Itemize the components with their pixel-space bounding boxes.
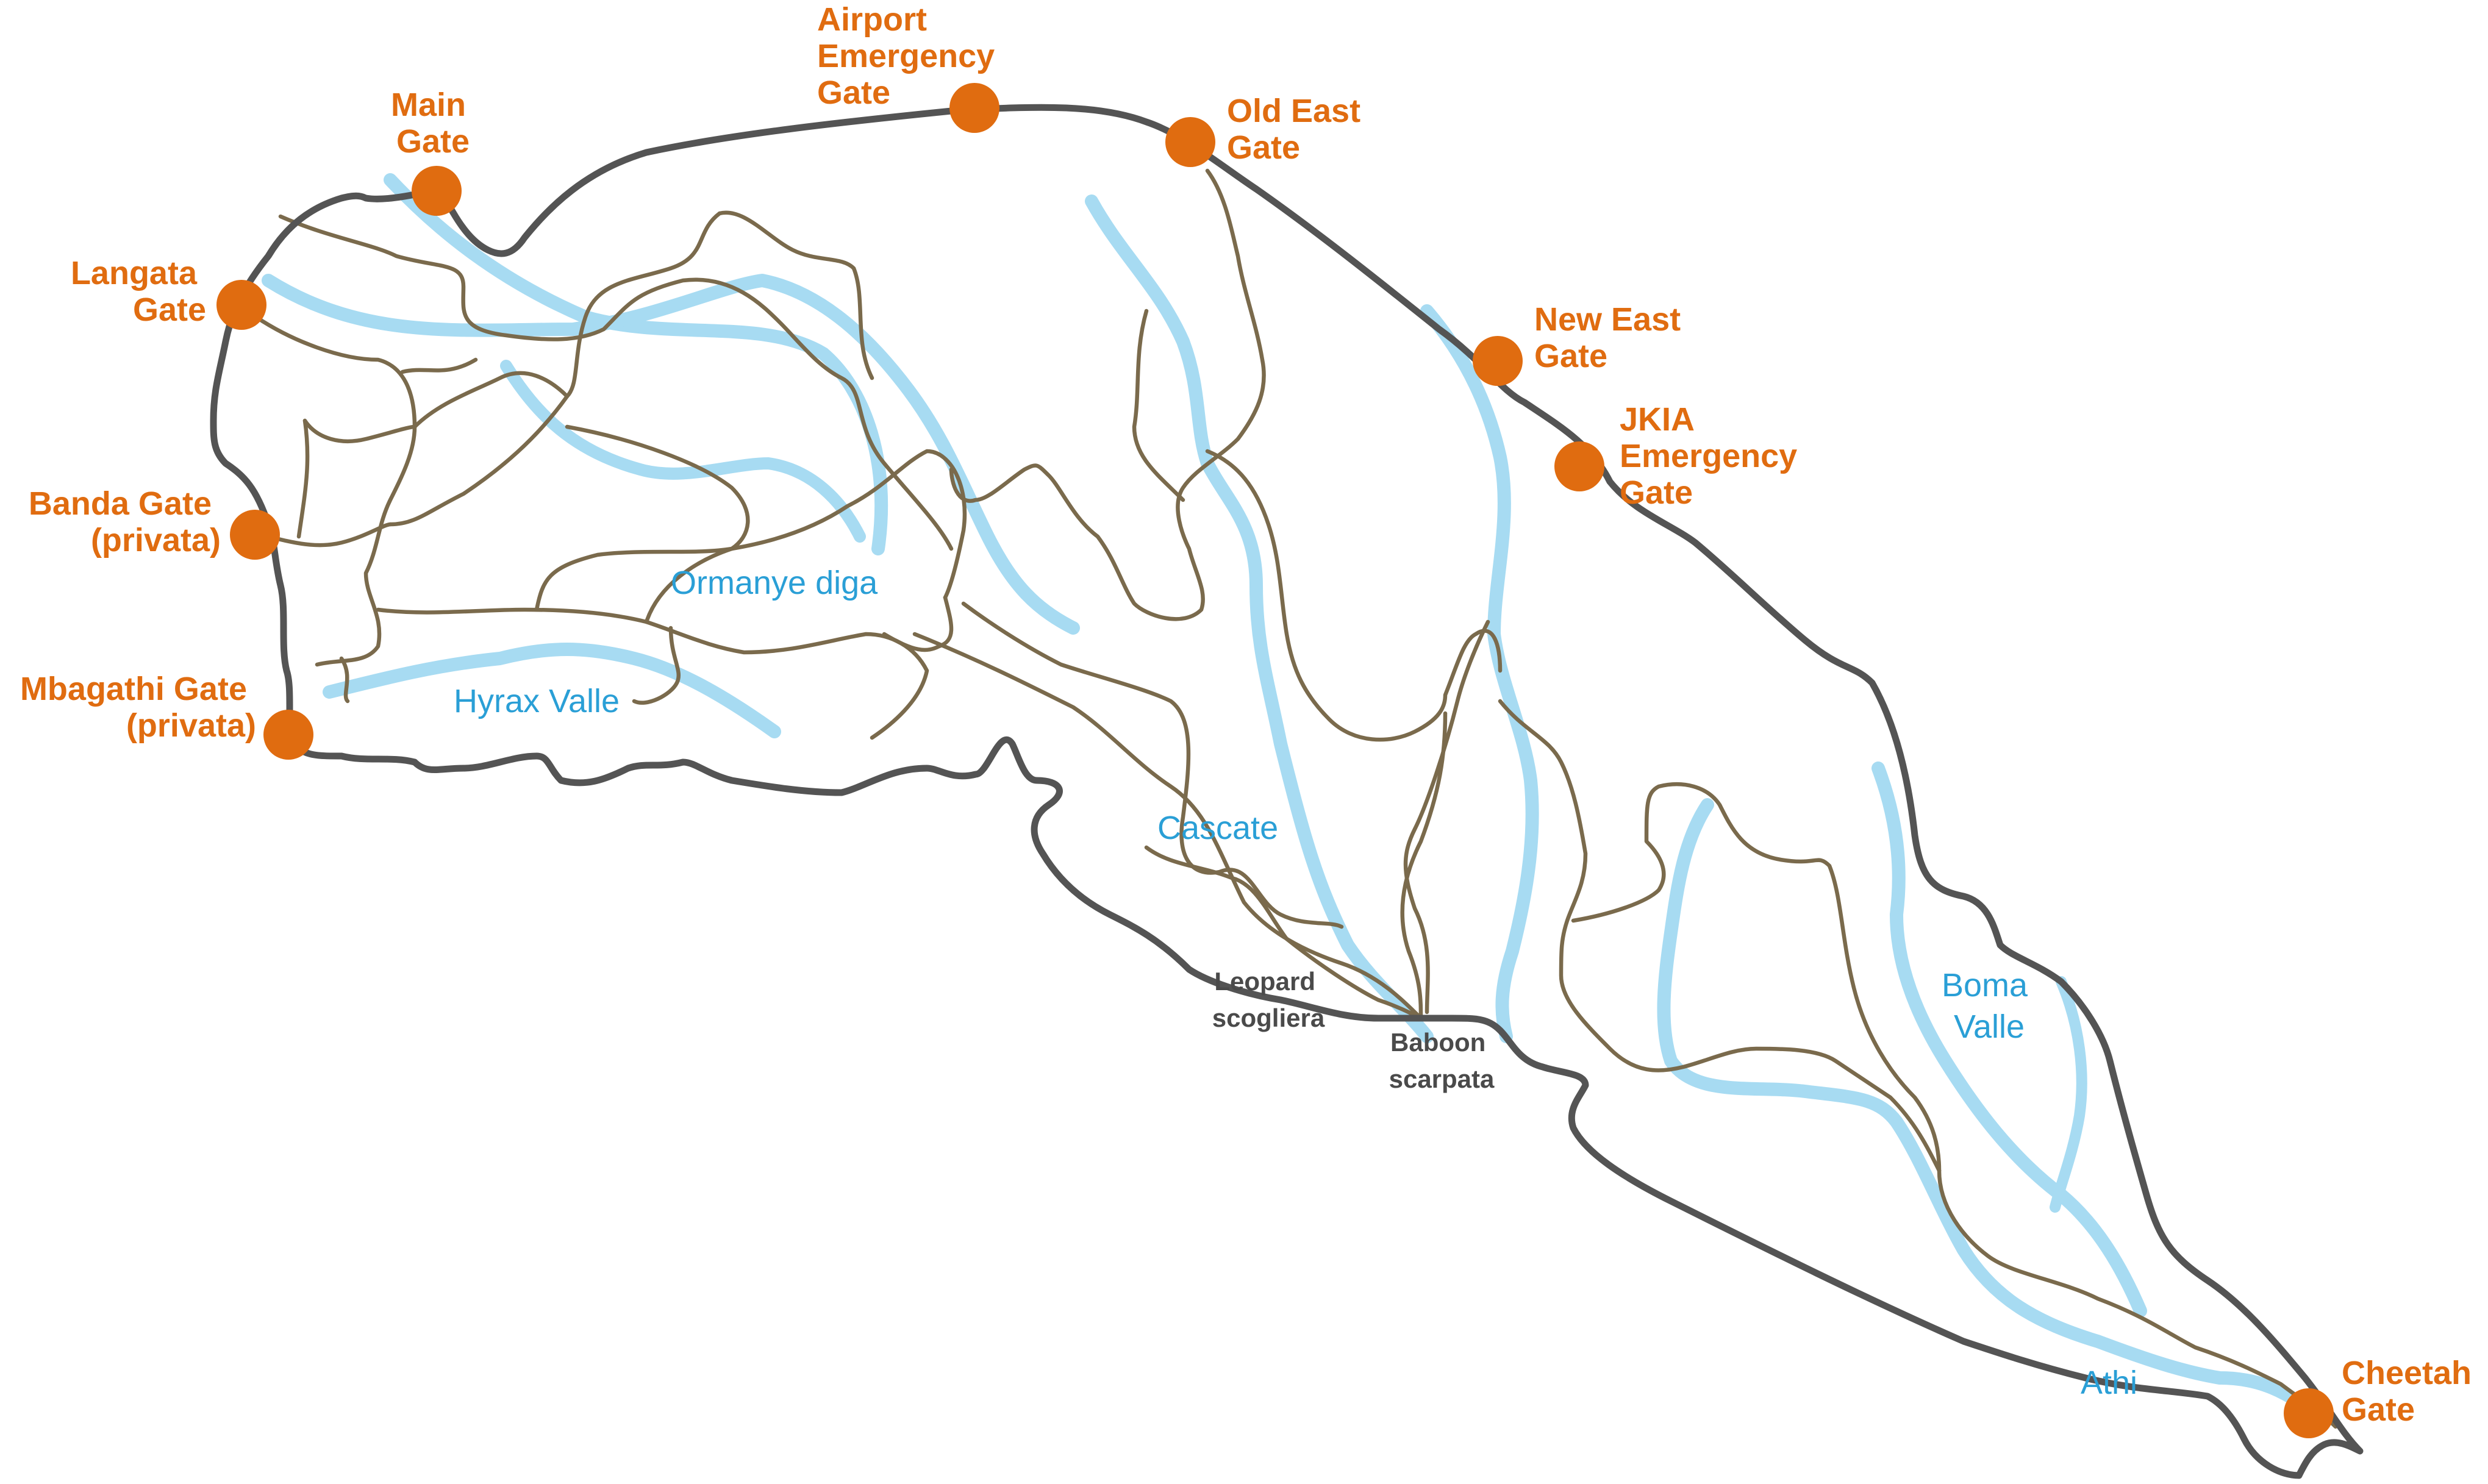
hyrax-valley-label: Hyrax Valle	[454, 683, 620, 719]
track-12	[534, 449, 967, 612]
track-26	[1571, 782, 1942, 1173]
track-8	[296, 418, 310, 539]
mbagathi-gate-marker[interactable]	[263, 710, 313, 760]
gate-markers	[216, 83, 2334, 1438]
track-1	[278, 214, 954, 551]
rivers	[262, 173, 2306, 1409]
track-16	[882, 595, 954, 652]
track-22	[1205, 449, 1503, 742]
track-25	[1498, 699, 1942, 1173]
leopard-cliff-label: Leopard scogliera	[1212, 967, 1325, 1032]
track-7	[302, 418, 417, 443]
track-3	[717, 210, 874, 380]
boma-valley-label: Boma Valle	[1942, 967, 2037, 1045]
river-east-arm	[2050, 976, 2087, 1213]
airport-gate-marker[interactable]	[949, 83, 999, 133]
track-23	[1403, 619, 1490, 1015]
river-cascate	[1085, 194, 1434, 1043]
banda-gate-label: Banda Gate (privata)	[29, 485, 221, 558]
main-gate-label: Main Gate	[391, 87, 475, 160]
track-20	[949, 168, 1266, 621]
track-9	[388, 394, 570, 527]
cheetah-gate-label: Cheetah Gate	[2342, 1355, 2481, 1428]
river-ormanye-arm	[500, 360, 866, 543]
park-boundary	[210, 104, 2364, 1479]
track-27	[1937, 1168, 2338, 1429]
new-east-gate-label: New East Gate	[1534, 301, 1690, 374]
cascate-label: Cascate	[1157, 810, 1278, 846]
river-main-to-ormanye	[384, 173, 888, 555]
track-18	[912, 632, 1423, 1021]
track-2	[565, 211, 722, 399]
ormanye-dam-label: Ormanye diga	[671, 565, 878, 601]
baboon-escarpment-label: Baboon scarpata	[1389, 1028, 1495, 1093]
jkia-gate-label: JKIA Emergency Gate	[1620, 401, 1806, 511]
old-east-gate-marker[interactable]	[1165, 117, 1215, 167]
cheetah-gate-marker[interactable]	[2284, 1388, 2334, 1438]
old-east-gate-label: Old East Gate	[1227, 93, 1370, 166]
langata-gate-label: Langata Gate	[71, 255, 206, 328]
track-4	[254, 315, 417, 667]
banda-gate-marker[interactable]	[230, 510, 280, 560]
langata-gate-marker[interactable]	[216, 280, 266, 330]
track-17	[961, 601, 1344, 929]
track-14	[632, 626, 681, 705]
main-gate-marker[interactable]	[412, 166, 462, 216]
river-lower-valley	[1657, 798, 2306, 1409]
track-10	[565, 424, 750, 624]
track-24	[1400, 711, 1448, 1021]
water-labels: Ormanye diga Hyrax Valle Cascate Boma Va…	[454, 565, 2137, 1401]
river-hyrax	[323, 643, 781, 738]
river-langata-channel	[262, 274, 1080, 635]
new-east-gate-marker[interactable]	[1473, 336, 1523, 386]
river-east-stream	[1420, 304, 1539, 1043]
track-11	[266, 522, 393, 548]
place-labels: Leopard scogliera Baboon scarpata	[1212, 967, 1495, 1093]
track-21	[1132, 309, 1185, 502]
gate-labels: Main Gate Airport Emergency Gate Old Eas…	[20, 1, 2481, 1428]
tracks	[254, 168, 2338, 1429]
track-5	[412, 371, 570, 429]
track-6	[400, 357, 478, 374]
airport-gate-label: Airport Emergency Gate	[817, 1, 1004, 111]
track-13	[376, 607, 929, 740]
jkia-gate-marker[interactable]	[1554, 441, 1604, 491]
mbagathi-gate-label: Mbagathi Gate (privata)	[20, 671, 256, 744]
river-boma	[1871, 762, 2147, 1318]
athi-river-label: Athi	[2081, 1364, 2137, 1401]
track-15	[339, 656, 350, 704]
track-19	[1144, 845, 1423, 1021]
